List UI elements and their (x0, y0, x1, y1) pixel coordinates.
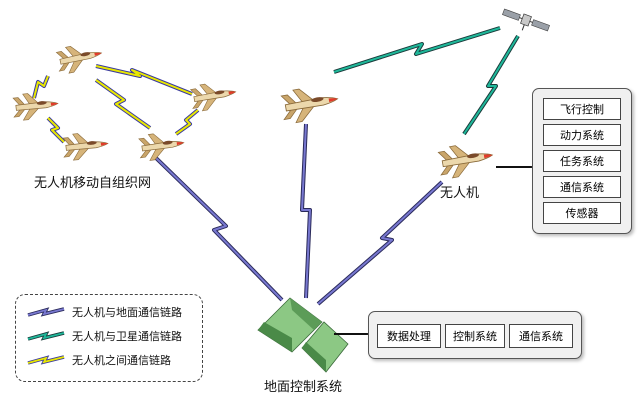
swarm-link (33, 75, 49, 99)
subsystem-power: 动力系统 (543, 124, 621, 146)
swarm-link-swatch (27, 355, 65, 365)
uav-subsystem-panel: 飞行控制 动力系统 任务系统 通信系统 传感器 (532, 88, 632, 234)
ground-communication-system: 通信系统 (509, 324, 573, 348)
ground-subsystem-panel: 数据处理 控制系统 通信系统 (368, 311, 582, 359)
subsystem-mission: 任务系统 (543, 150, 621, 172)
satellite-link-swatch (27, 331, 65, 341)
swarm-uav-3 (61, 130, 110, 162)
satellite-links (333, 26, 520, 136)
swarm-link (47, 117, 65, 143)
swarm-link (175, 109, 199, 135)
swarm-link (95, 79, 151, 129)
relay-uav (278, 82, 341, 126)
swarm-uav-5 (188, 78, 239, 113)
legend: 无人机与地面通信链路 无人机与卫星通信链路 无人机之间通信链路 (15, 294, 203, 382)
main-uav (435, 139, 496, 181)
swarm-link (95, 65, 193, 95)
subsystem-sensor: 传感器 (543, 202, 621, 224)
satellite-link (333, 27, 501, 73)
jet-aircraft-icon (61, 130, 110, 162)
legend-label: 无人机与地面通信链路 (72, 306, 182, 319)
ground-data-processing: 数据处理 (377, 324, 441, 348)
legend-item-swarm-link: 无人机之间通信链路 (26, 351, 171, 369)
legend-label: 无人机与卫星通信链路 (72, 330, 182, 343)
ground-control-label: 地面控制系统 (264, 380, 343, 395)
subsystem-flight-control: 飞行控制 (543, 98, 621, 120)
jet-aircraft-icon (188, 78, 239, 113)
ground-link (155, 157, 283, 301)
jet-aircraft-icon (278, 82, 341, 126)
legend-label: 无人机之间通信链路 (72, 354, 171, 367)
ground-link (301, 123, 311, 299)
legend-item-ground-link: 无人机与地面通信链路 (26, 303, 182, 321)
swarm-network-label: 无人机移动自组织网 (34, 176, 152, 191)
ground-link-swatch (27, 307, 65, 317)
jet-aircraft-icon (435, 139, 496, 181)
subsystem-communication: 通信系统 (543, 176, 621, 198)
satellite-link (463, 35, 519, 135)
satellite-link (333, 26, 501, 74)
satellite-icon (502, 8, 550, 32)
swarm-links (32, 64, 200, 144)
ground-control-system: 控制系统 (445, 324, 505, 348)
swarm-uav-1 (54, 39, 105, 76)
swarm-link (94, 78, 152, 130)
legend-item-satellite-link: 无人机与卫星通信链路 (26, 327, 182, 345)
uav-label: 无人机 (440, 186, 480, 201)
ground-link (317, 181, 443, 305)
ground-links (154, 123, 444, 306)
jet-aircraft-icon (54, 39, 105, 76)
